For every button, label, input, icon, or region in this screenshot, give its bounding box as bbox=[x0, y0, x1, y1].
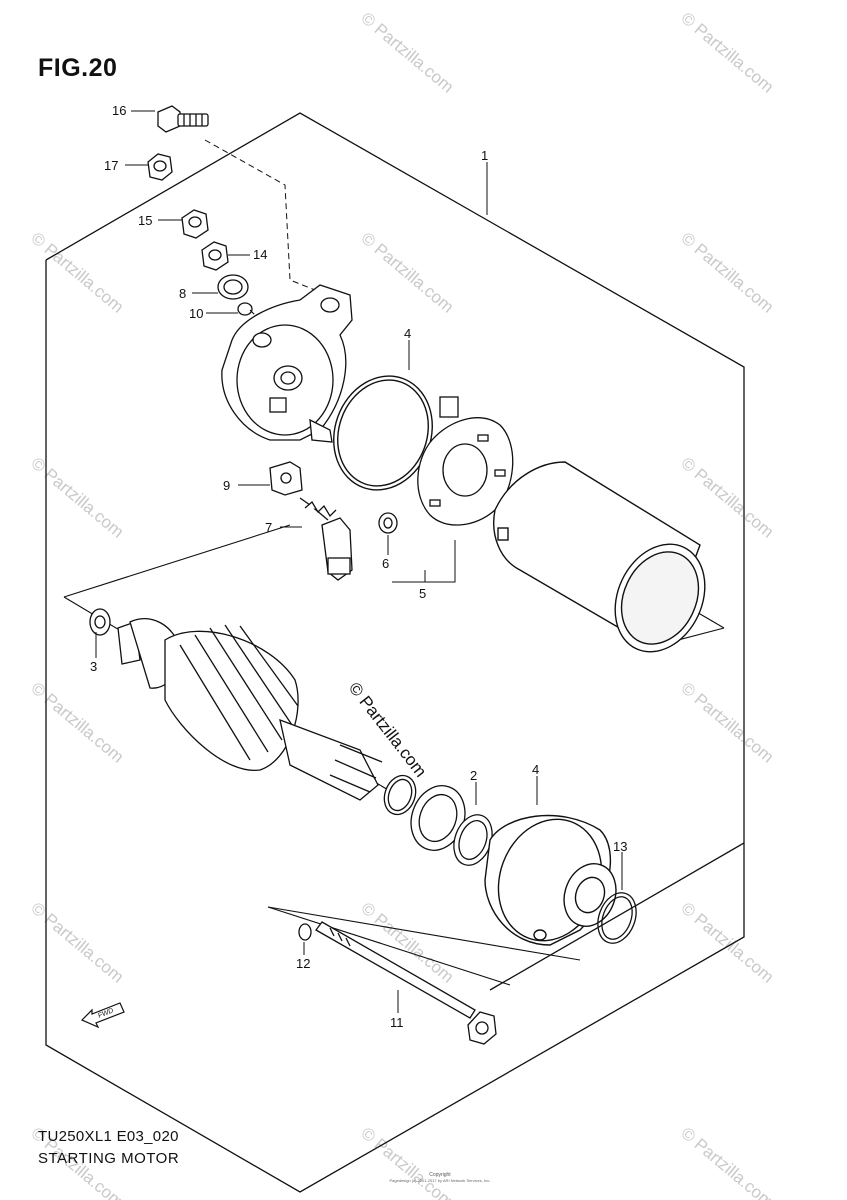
washer-8 bbox=[217, 274, 249, 300]
washer-3 bbox=[89, 608, 111, 636]
watermark-tile: © Partzilla.com bbox=[677, 9, 777, 97]
fwd-direction-arrow: FWD bbox=[80, 1002, 125, 1029]
page-title: STARTING MOTOR bbox=[38, 1150, 180, 1167]
bearing-2 bbox=[383, 774, 493, 866]
copyright-note: Pagedesign (c) 2001-2017 by ARI Network … bbox=[389, 1178, 491, 1183]
assembly-outline bbox=[45, 112, 745, 1193]
bracket-9 bbox=[269, 461, 303, 496]
nut-15 bbox=[181, 209, 209, 239]
long-bolt-11 bbox=[315, 921, 497, 1045]
motor-case bbox=[493, 461, 706, 653]
callout-labels: 1 2 3 4 4 5 6 7 8 9 10 11 12 13 14 15 16… bbox=[90, 103, 627, 1030]
dashed-leaders bbox=[204, 139, 316, 326]
watermark-tile: © Partzilla.com bbox=[677, 899, 777, 987]
armature bbox=[117, 617, 383, 801]
watermark-tile: © Partzilla.com bbox=[357, 229, 457, 317]
o-ring-10 bbox=[237, 302, 253, 316]
callout-4-upper: 4 bbox=[404, 326, 411, 341]
callout-12: 12 bbox=[296, 956, 310, 971]
callout-13: 13 bbox=[613, 839, 627, 854]
callout-17: 17 bbox=[104, 158, 118, 173]
callout-10: 10 bbox=[189, 306, 203, 321]
watermark-tile: © Partzilla.com bbox=[27, 899, 127, 987]
watermark-tile: © Partzilla.com bbox=[357, 9, 457, 97]
callout-16: 16 bbox=[112, 103, 126, 118]
watermark-tile: © Partzilla.com bbox=[27, 679, 127, 767]
washer-6 bbox=[378, 512, 398, 534]
watermark-tile: © Partzilla.com bbox=[357, 1124, 457, 1200]
watermark-tile: © Partzilla.com bbox=[27, 454, 127, 542]
figure-title: FIG.20 bbox=[38, 54, 118, 82]
nut-17 bbox=[147, 153, 173, 181]
callout-9: 9 bbox=[223, 478, 230, 493]
watermark-tile: © Partzilla.com bbox=[677, 229, 777, 317]
callout-11: 11 bbox=[390, 1015, 404, 1030]
watermark-tile: © Partzilla.com bbox=[677, 1124, 777, 1200]
brush-7 bbox=[299, 497, 353, 581]
watermark-tile: © Partzilla.com bbox=[677, 454, 777, 542]
callout-14: 14 bbox=[253, 247, 267, 262]
model-code: TU250XL1 E03_020 bbox=[38, 1128, 179, 1145]
callout-3: 3 bbox=[90, 659, 97, 674]
callout-7: 7 bbox=[265, 520, 272, 535]
lower-plane bbox=[267, 906, 581, 986]
copyright-label: Copyright bbox=[429, 1172, 451, 1178]
callout-5: 5 bbox=[419, 586, 426, 601]
front-cover-4-lower bbox=[484, 814, 617, 946]
watermark-tile: © Partzilla.com bbox=[677, 679, 777, 767]
bolt-16 bbox=[157, 105, 209, 133]
rear-cover bbox=[221, 284, 353, 443]
callout-1: 1 bbox=[481, 148, 488, 163]
callout-6: 6 bbox=[382, 556, 389, 571]
callout-15: 15 bbox=[138, 213, 152, 228]
callout-4-lower: 4 bbox=[532, 762, 539, 777]
callout-8: 8 bbox=[179, 286, 186, 301]
nut-14 bbox=[201, 241, 229, 271]
o-ring-12 bbox=[298, 923, 312, 941]
o-ring-13 bbox=[597, 892, 637, 944]
callout-2: 2 bbox=[470, 768, 477, 783]
callout-leaders bbox=[95, 110, 623, 1013]
